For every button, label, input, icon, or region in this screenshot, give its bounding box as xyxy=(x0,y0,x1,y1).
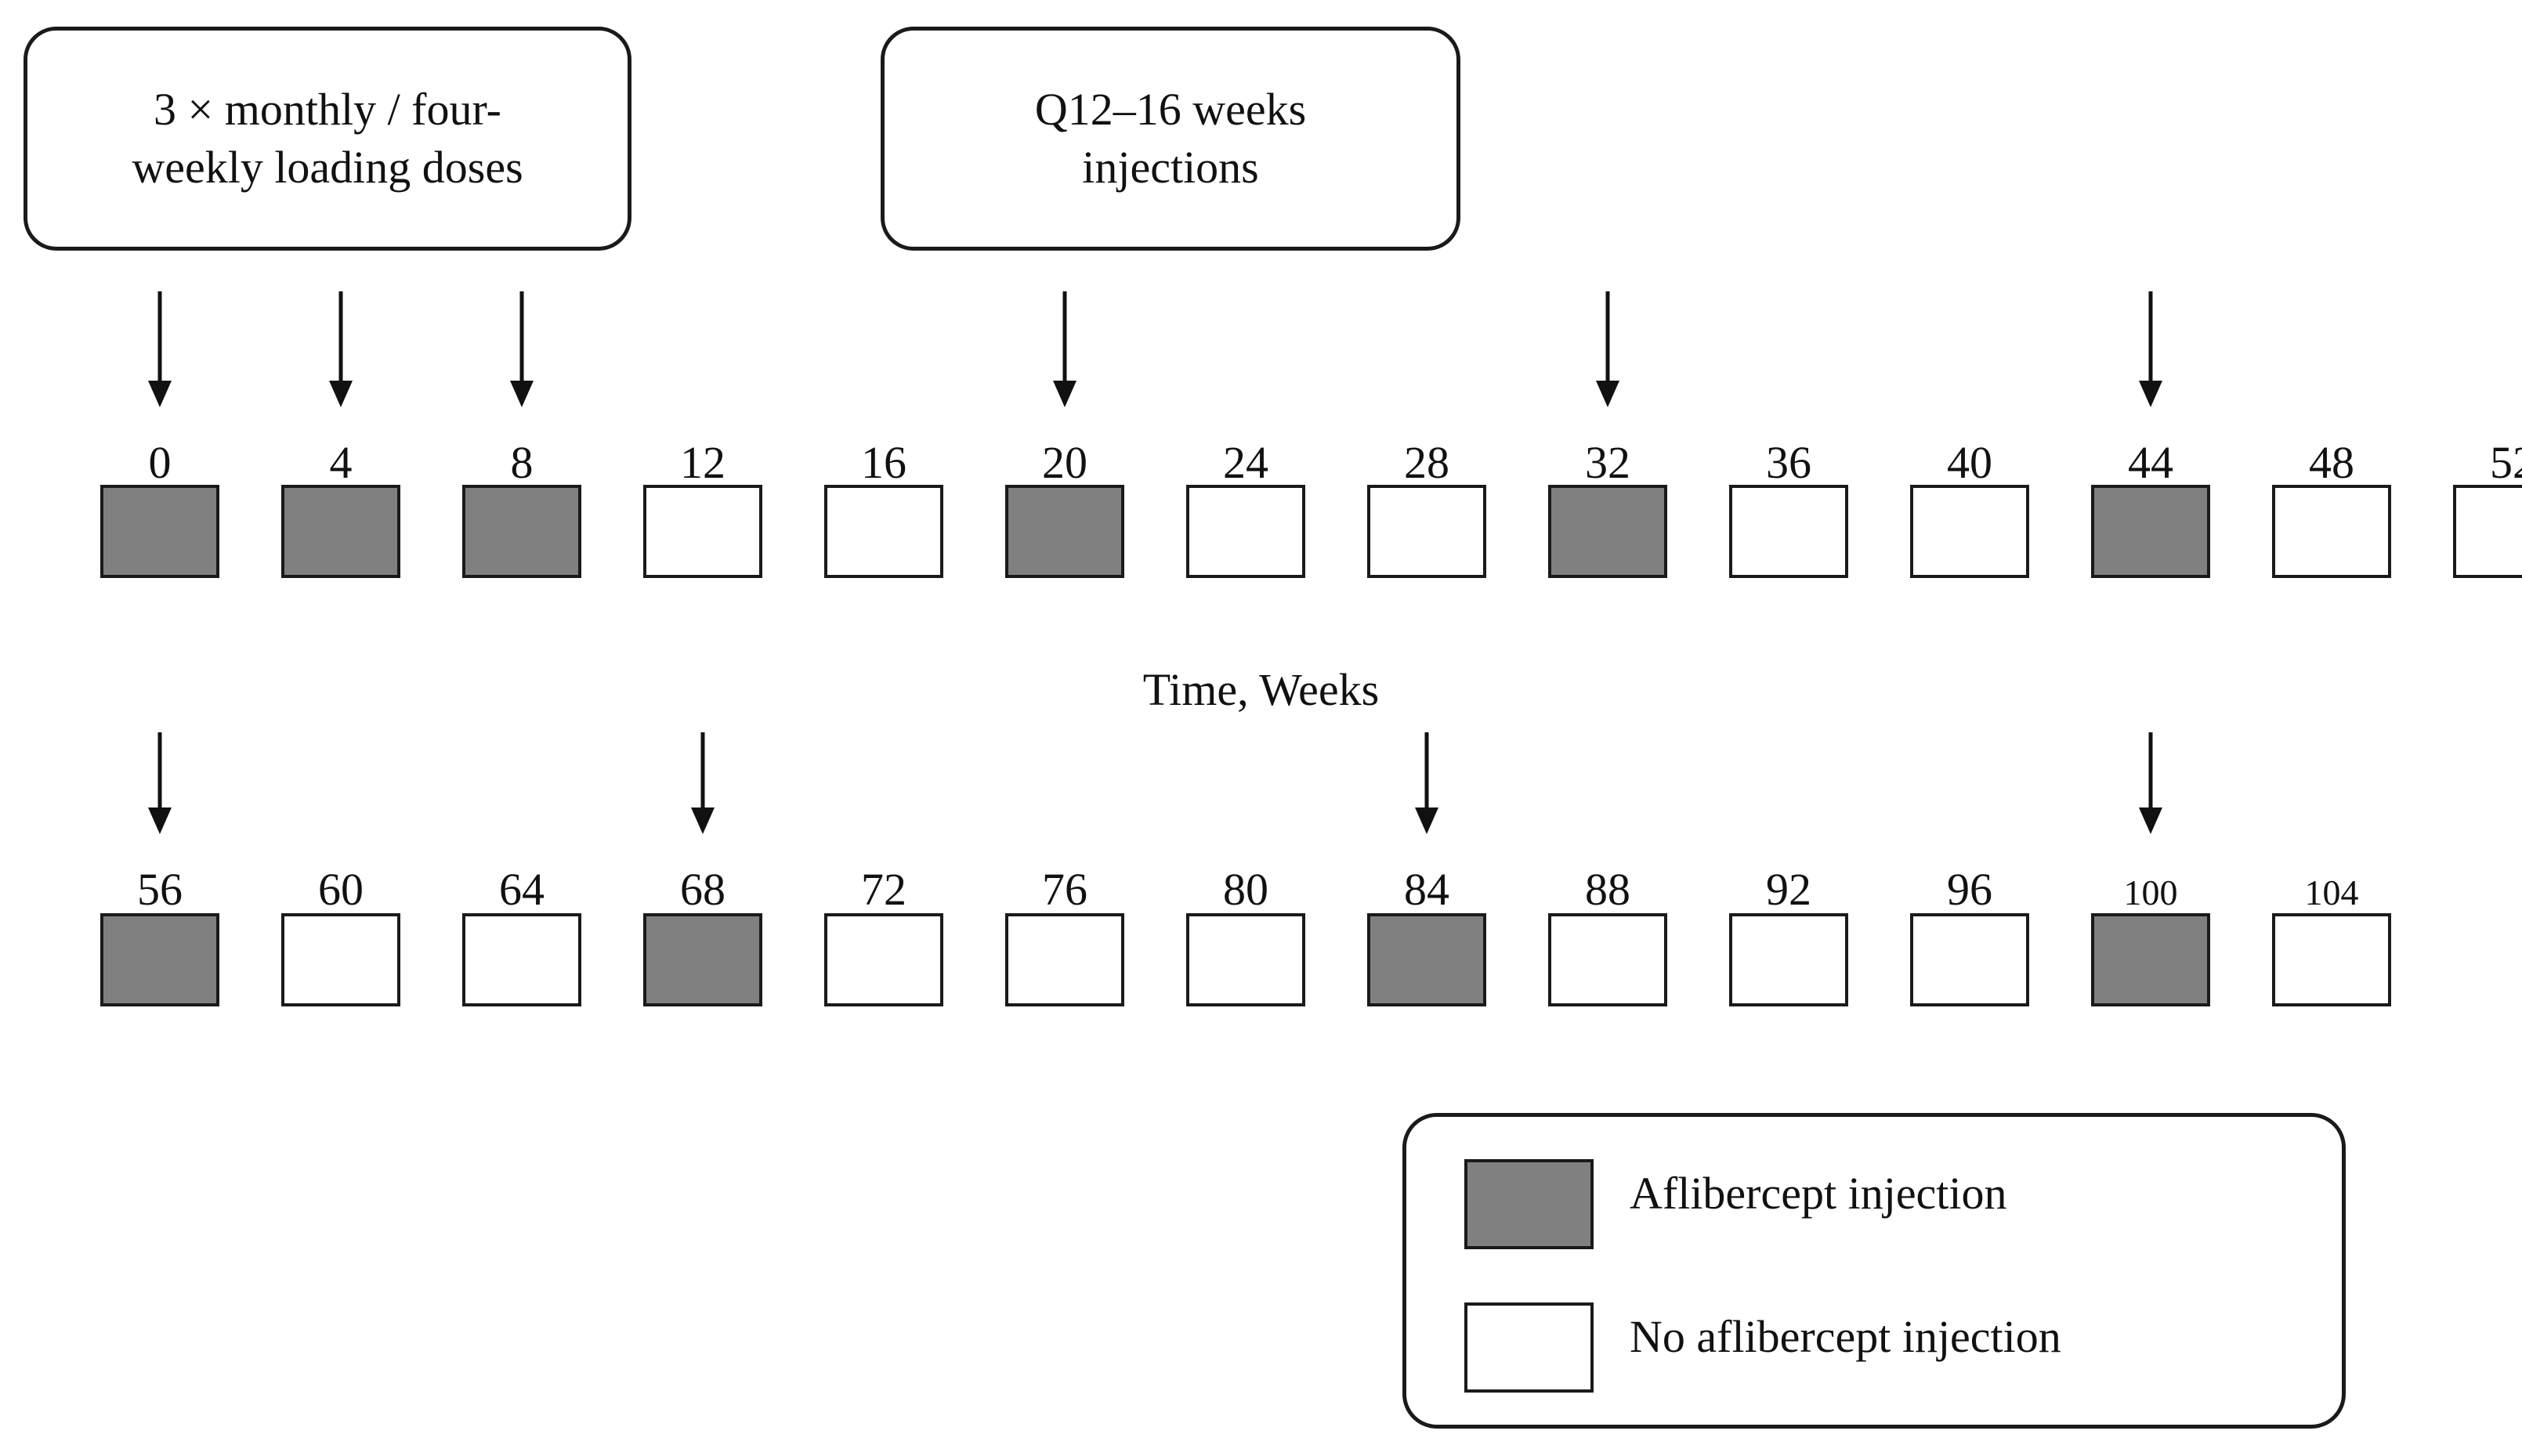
axis-title: Time, Weeks xyxy=(1142,664,1380,715)
week-label-28: 28 xyxy=(1404,437,1449,488)
loading-phase-line-2: weekly loading doses xyxy=(132,142,523,193)
injection-box-week-44 xyxy=(2091,485,2210,578)
week-label-24: 24 xyxy=(1223,437,1268,488)
loading-phase-label: 3 × monthly / four- weekly loading doses xyxy=(132,81,523,197)
no-injection-box-week-24 xyxy=(1186,485,1305,578)
week-label-48: 48 xyxy=(2309,437,2354,488)
maintenance-phase-label: Q12–16 weeks injections xyxy=(1035,81,1306,197)
injection-box-week-100 xyxy=(2091,913,2210,1006)
maintenance-phase-line-1: Q12–16 weeks xyxy=(1034,84,1307,135)
injection-box-week-32 xyxy=(1548,485,1667,578)
week-label-64: 64 xyxy=(499,864,545,915)
loading-phase-line-1: 3 × monthly / four- xyxy=(154,84,501,135)
no-injection-box-week-88 xyxy=(1548,913,1667,1006)
no-injection-box-week-72 xyxy=(824,913,943,1006)
maintenance-phase-box: Q12–16 weeks injections xyxy=(881,27,1460,251)
no-injection-box-week-36 xyxy=(1729,485,1848,578)
week-label-40: 40 xyxy=(1947,437,1992,488)
timeline-row-1: 0481216202428323640444852 xyxy=(100,291,2522,578)
no-injection-box-week-60 xyxy=(281,913,400,1006)
week-label-80: 80 xyxy=(1223,864,1268,915)
injection-box-week-56 xyxy=(100,913,219,1006)
injection-arrow-week-32 xyxy=(1596,291,1619,407)
no-injection-box-week-52 xyxy=(2453,485,2522,578)
legend-swatch-no-injection xyxy=(1464,1302,1594,1393)
no-injection-box-week-96 xyxy=(1910,913,2029,1006)
week-label-88: 88 xyxy=(1585,864,1630,915)
week-label-44: 44 xyxy=(2128,437,2173,488)
week-label-56: 56 xyxy=(137,864,183,915)
no-injection-box-week-64 xyxy=(462,913,581,1006)
loading-phase-box: 3 × monthly / four- weekly loading doses xyxy=(24,27,631,251)
legend-label-injection: Aflibercept injection xyxy=(1630,1168,2007,1219)
legend-swatch-injection xyxy=(1464,1159,1594,1249)
no-injection-box-week-16 xyxy=(824,485,943,578)
week-label-16: 16 xyxy=(861,437,906,488)
injection-arrow-week-8 xyxy=(510,291,534,407)
week-label-76: 76 xyxy=(1042,864,1087,915)
week-label-36: 36 xyxy=(1766,437,1811,488)
no-injection-box-week-92 xyxy=(1729,913,1848,1006)
no-injection-box-week-28 xyxy=(1367,485,1486,578)
no-injection-box-week-12 xyxy=(643,485,762,578)
legend-label-no-injection: No aflibercept injection xyxy=(1630,1311,2061,1362)
injection-arrow-week-100 xyxy=(2139,732,2162,834)
injection-box-week-4 xyxy=(281,485,400,578)
injection-arrow-week-4 xyxy=(329,291,353,407)
injection-arrow-week-0 xyxy=(148,291,172,407)
week-label-52: 52 xyxy=(2490,437,2522,488)
no-injection-box-week-80 xyxy=(1186,913,1305,1006)
injection-arrow-week-20 xyxy=(1053,291,1076,407)
week-label-20: 20 xyxy=(1042,437,1087,488)
maintenance-phase-line-2: injections xyxy=(1082,142,1259,193)
no-injection-box-week-40 xyxy=(1910,485,2029,578)
injection-arrow-week-56 xyxy=(148,732,172,834)
week-label-0: 0 xyxy=(149,437,172,488)
injection-box-week-84 xyxy=(1367,913,1486,1006)
injection-box-week-68 xyxy=(643,913,762,1006)
timeline-row-2: 56 60 64 68 72 76 80 84 88 92 96 100 104 xyxy=(100,732,2391,1006)
no-injection-box-week-48 xyxy=(2272,485,2391,578)
no-injection-box-week-104 xyxy=(2272,913,2391,1006)
week-label-92: 92 xyxy=(1766,864,1811,915)
week-label-84: 84 xyxy=(1404,864,1449,915)
no-injection-box-week-76 xyxy=(1005,913,1124,1006)
week-label-12: 12 xyxy=(680,437,725,488)
week-label-72: 72 xyxy=(861,864,906,915)
week-label-68: 68 xyxy=(680,864,725,915)
week-label-96: 96 xyxy=(1947,864,1992,915)
week-label-60: 60 xyxy=(318,864,364,915)
injection-arrow-week-44 xyxy=(2139,291,2162,407)
week-label-104: 104 xyxy=(2305,873,2359,912)
legend: Aflibercept injection No aflibercept inj… xyxy=(1402,1113,2346,1429)
injection-arrow-week-68 xyxy=(691,732,715,834)
injection-box-week-0 xyxy=(100,485,219,578)
injection-box-week-20 xyxy=(1005,485,1124,578)
injection-box-week-8 xyxy=(462,485,581,578)
injection-arrow-week-84 xyxy=(1415,732,1438,834)
week-label-4: 4 xyxy=(330,437,353,488)
week-label-32: 32 xyxy=(1585,437,1630,488)
week-label-100: 100 xyxy=(2124,873,2178,912)
week-label-8: 8 xyxy=(511,437,534,488)
